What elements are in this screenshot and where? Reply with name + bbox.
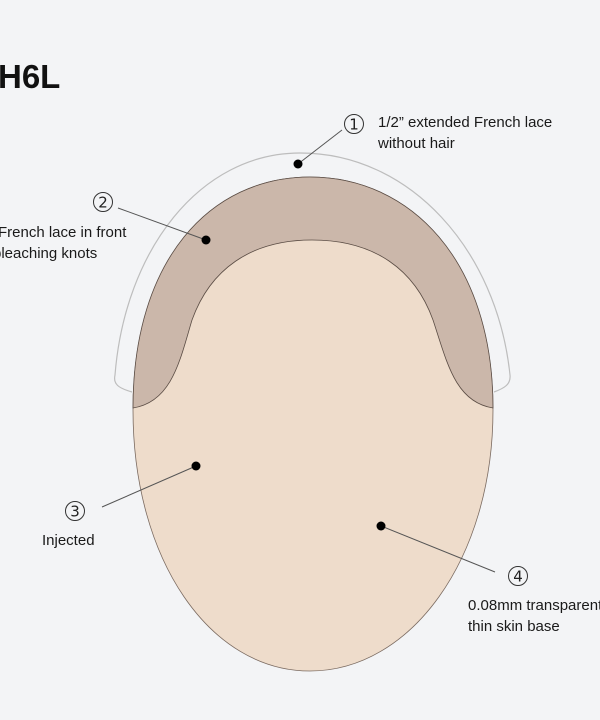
- callout-3-number: 3: [70, 503, 80, 521]
- title: H6L: [0, 58, 61, 95]
- callout-1-line-1: 1/2” extended French lace: [378, 114, 553, 131]
- leader-lines: [101, 129, 496, 573]
- marker-dots: [191, 159, 386, 531]
- front-lace-area: [132, 176, 494, 409]
- callout-4-number: 4: [513, 568, 523, 586]
- callout-2-line-2: bleaching knots: [0, 245, 98, 262]
- callout-3-line-1: Injected: [42, 532, 95, 549]
- callout-1-circle: [344, 114, 364, 134]
- callout-1-number: 1: [349, 116, 359, 134]
- callout-4-line-2: thin skin base: [468, 618, 560, 635]
- callout-2-circle: [93, 192, 113, 212]
- extended-lace-outline: [113, 152, 511, 393]
- callout-1-line-2: without hair: [378, 135, 455, 152]
- callout-2-line-1: French lace in front: [0, 224, 127, 241]
- callout-4-circle: [508, 566, 528, 586]
- callout-3-circle: [65, 501, 85, 521]
- callout-2-number: 2: [98, 194, 108, 212]
- callout-4-line-1: 0.08mm transparent: [468, 597, 600, 614]
